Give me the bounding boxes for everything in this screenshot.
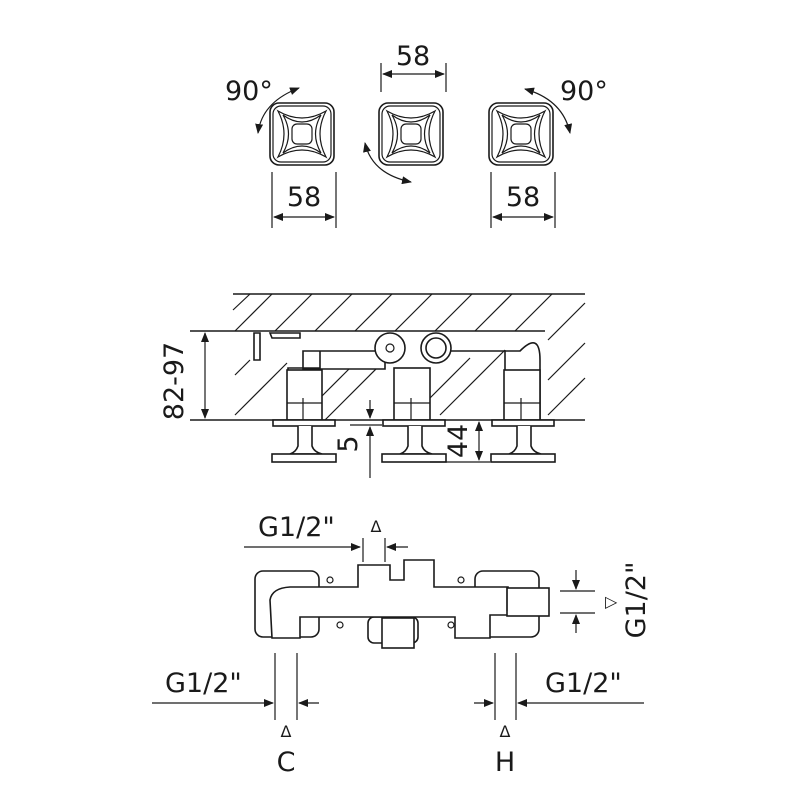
dim-left-width: 58 <box>287 182 321 213</box>
dim-handle-height: 44 <box>443 424 474 458</box>
label-hot: H <box>495 747 515 778</box>
label-right-outlet: G1/2" <box>621 562 652 639</box>
symbol-right-outlet: ▷ <box>605 592 618 611</box>
handle-center <box>378 102 444 166</box>
rotation-left: 90° <box>225 76 273 107</box>
wall-hatching <box>232 293 586 421</box>
symbol-cold-inlet: Δ <box>281 722 292 741</box>
port-circle-left <box>374 332 406 364</box>
rotation-arrow-right-icon <box>524 87 573 134</box>
handle-side-right <box>490 419 556 463</box>
dim-right-width: 58 <box>506 182 540 213</box>
handle-side-left <box>271 419 337 463</box>
side-view: 82-97 5 44 <box>159 293 586 478</box>
label-hot-inlet: G1/2" <box>545 668 622 699</box>
label-top-outlet: G1/2" <box>258 512 335 543</box>
rotation-right: 90° <box>560 76 608 107</box>
top-view: 58 58 58 90° 90° <box>225 41 608 228</box>
handle-right <box>488 102 554 166</box>
label-cold-inlet: G1/2" <box>165 668 242 699</box>
bottom-view: G1/2" Δ ▷ G1/2" G1/2" Δ C G1/2" Δ H <box>152 512 652 778</box>
handle-side-center <box>381 419 447 463</box>
rotation-arrow-center-icon <box>363 142 412 185</box>
symbol-hot-inlet: Δ <box>500 722 511 741</box>
symbol-top-outlet: Δ <box>371 517 382 536</box>
label-cold: C <box>277 747 296 778</box>
rotation-arrow-left-icon <box>255 87 300 134</box>
dim-center-width: 58 <box>396 41 430 72</box>
dim-wall-depth: 82-97 <box>159 342 190 420</box>
dim-gap: 5 <box>333 435 364 452</box>
handle-left <box>269 102 335 166</box>
